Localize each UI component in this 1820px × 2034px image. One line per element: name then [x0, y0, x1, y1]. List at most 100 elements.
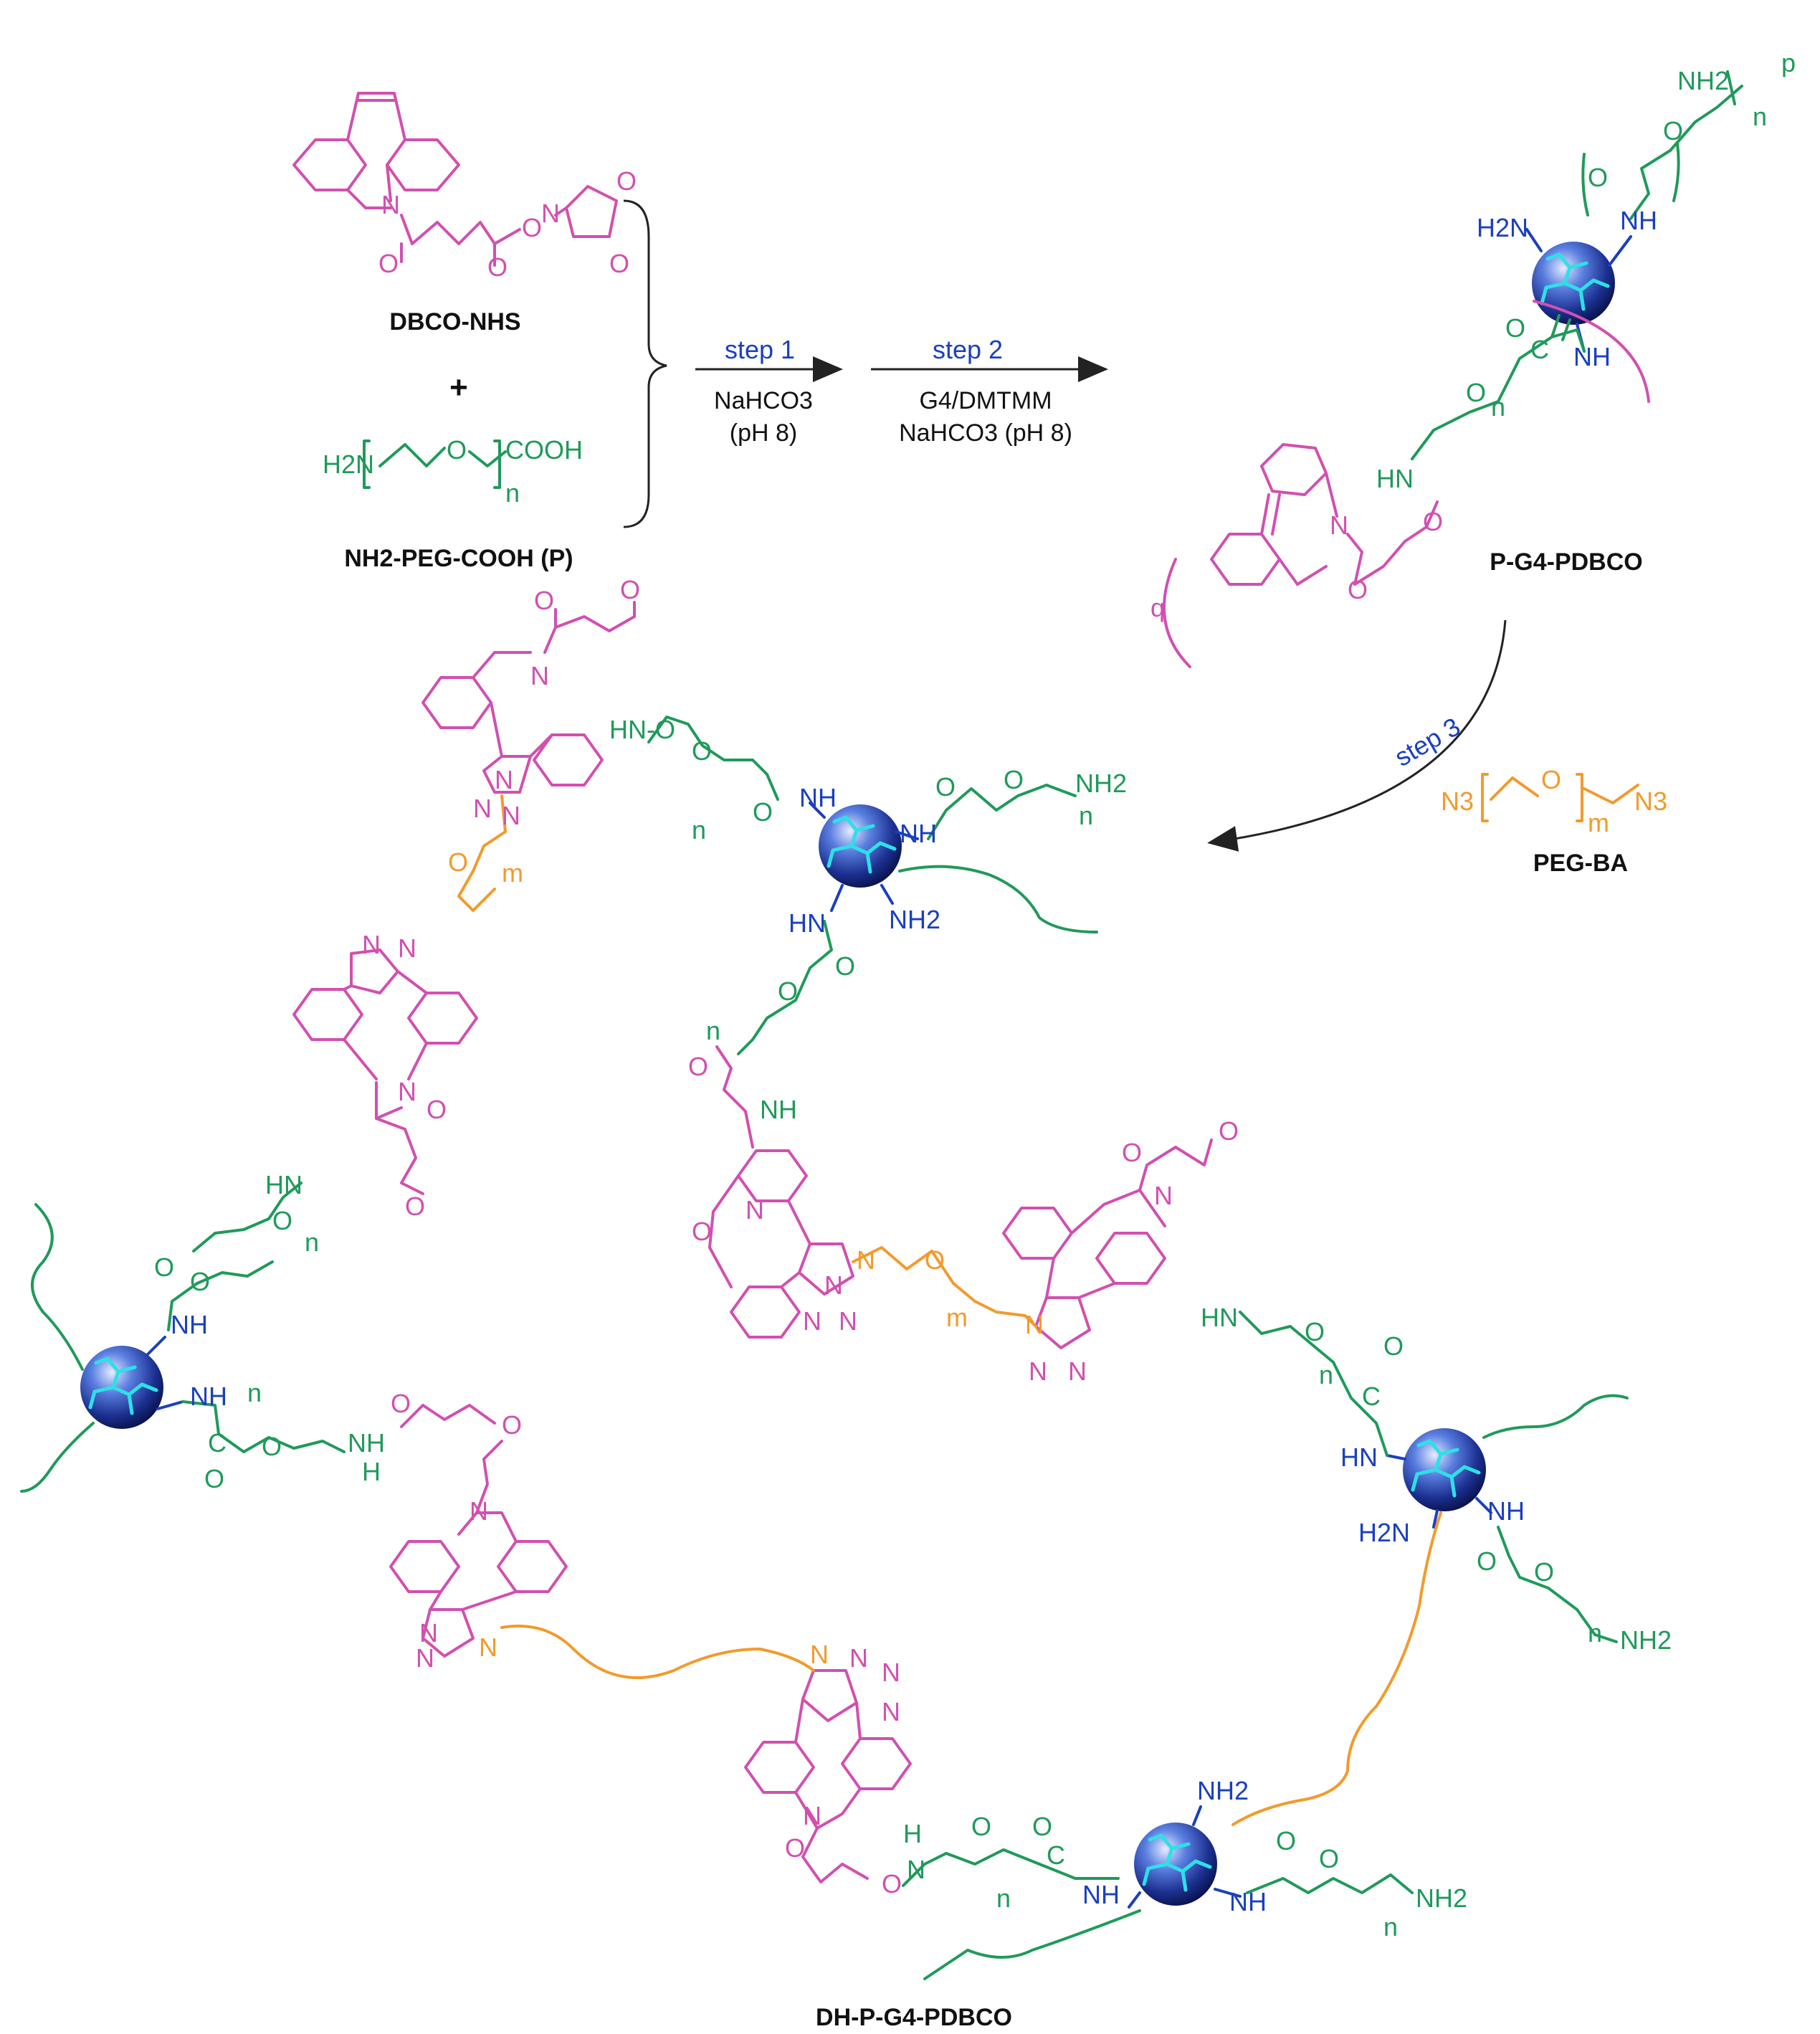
atom-o: O — [154, 1253, 174, 1282]
atom-n: N — [479, 1633, 497, 1662]
atom-o: O — [692, 736, 712, 766]
atom-nh: NH — [1082, 1880, 1120, 1909]
atom-n: N — [745, 1195, 764, 1225]
atom-hn: HN — [1340, 1443, 1378, 1472]
atom-o: O — [262, 1432, 282, 1461]
atom-hn-o: HN-O — [609, 715, 675, 744]
atom-hn: HN — [265, 1170, 302, 1199]
atom-nh: NH — [1573, 342, 1611, 371]
atom-n: N — [907, 1855, 925, 1884]
atom-n: N — [803, 1306, 821, 1336]
peg-ba-o: O — [1541, 765, 1561, 794]
atom-o: O — [1477, 1546, 1497, 1576]
atom-nh2: NH2 — [889, 905, 940, 934]
step1-condition-1: NaHCO3 — [714, 387, 813, 414]
atom-c: C — [1047, 1840, 1065, 1870]
step3-arrow — [1207, 619, 1507, 852]
atom-n: N — [803, 1801, 821, 1830]
atom-o: O — [204, 1464, 224, 1493]
atom-n: N — [1330, 510, 1348, 540]
atom-o: O — [882, 1869, 902, 1898]
peg-h2n: H2N — [323, 450, 374, 479]
peg-cooh: COOH — [505, 435, 583, 465]
peg-o: O — [447, 435, 467, 465]
peg-ba-label: PEG-BA — [1533, 850, 1628, 877]
atom-n: N — [398, 933, 416, 963]
atom-o: O — [487, 252, 508, 282]
atom-o: O — [778, 976, 798, 1006]
dh-p-g4-pdbco-label: DH-P-G4-PDBCO — [816, 2004, 1012, 2031]
plus-sign: + — [449, 370, 468, 405]
atom-o: O — [1004, 765, 1024, 794]
dbco-nhs-label: DBCO-NHS — [389, 308, 520, 336]
atom-o: O — [1219, 1116, 1239, 1146]
atom-nh: NH — [348, 1428, 385, 1458]
atom-o: O — [971, 1812, 991, 1841]
atom-o: O — [785, 1833, 805, 1863]
atom-o: O — [620, 575, 640, 604]
peg-n: n — [505, 478, 520, 508]
peg-ba-m: m — [1588, 808, 1609, 837]
atom-hn: HN — [1376, 464, 1414, 493]
atom-nh2: NH2 — [1677, 66, 1729, 95]
atom-n: N — [882, 1658, 900, 1687]
atom-o: O — [405, 1192, 425, 1221]
step3-label: step 3 — [1390, 711, 1465, 772]
atom-o: O — [688, 1052, 708, 1081]
atom-n: N — [882, 1697, 900, 1726]
atom-o: O — [272, 1206, 292, 1235]
atom-c: C — [1530, 335, 1549, 364]
reactant-brace — [623, 199, 667, 528]
atom-c: C — [208, 1428, 227, 1458]
atom-n: N — [824, 1270, 843, 1300]
atom-o: O — [522, 213, 542, 242]
atom-o: O — [1423, 507, 1443, 536]
atom-h: H — [903, 1819, 922, 1848]
peg-ba-n3-right: N3 — [1634, 786, 1667, 816]
peg-ba-structure: N3 O m N3 — [1441, 765, 1667, 837]
nh2-peg-cooh-structure: H2N O COOH n — [323, 435, 583, 508]
repeat-n: n — [305, 1227, 319, 1257]
atom-nh: NH — [1620, 206, 1657, 235]
peg-ba-n3-left: N3 — [1441, 786, 1474, 816]
atom-o: O — [1305, 1317, 1325, 1346]
repeat-n: n — [706, 1016, 720, 1045]
peg-label: NH2-PEG-COOH (P) — [344, 545, 573, 572]
atom-o: O — [502, 1410, 522, 1440]
atom-nh: NH — [1487, 1496, 1525, 1526]
atom-h: H — [362, 1457, 381, 1486]
atom-o: O — [391, 1389, 411, 1418]
atom-n: N — [849, 1643, 868, 1673]
atom-nh: NH — [1229, 1887, 1267, 1916]
atom-n: N — [530, 661, 549, 690]
p-g4-pdbco-label: P-G4-PDBCO — [1490, 548, 1642, 576]
atom-o: O — [1276, 1826, 1296, 1855]
atom-o: O — [1588, 163, 1608, 192]
atom-o: O — [1383, 1331, 1404, 1361]
repeat-n: n — [1588, 1618, 1602, 1648]
repeat-n: n — [1383, 1912, 1398, 1942]
atom-n: N — [381, 190, 400, 219]
atom-n: N — [362, 930, 381, 959]
atom-n: N — [839, 1306, 857, 1336]
atom-o: O — [609, 249, 629, 278]
repeat-q: q — [1150, 593, 1165, 622]
atom-nh2: NH2 — [1197, 1776, 1249, 1805]
atom-nh2: NH2 — [1416, 1883, 1467, 1913]
atom-o: O — [1122, 1138, 1142, 1167]
atom-nh: NH — [171, 1310, 208, 1339]
atom-n: N — [419, 1618, 438, 1648]
atom-o: O — [1032, 1812, 1052, 1841]
atom-n: N — [1154, 1181, 1173, 1210]
atom-o: O — [753, 797, 773, 827]
atom-n: N — [416, 1643, 434, 1673]
atom-n: N — [541, 199, 560, 228]
repeat-n: n — [1319, 1360, 1333, 1389]
step1-label: step 1 — [725, 335, 795, 364]
atom-nh2: NH2 — [1075, 769, 1127, 798]
atom-h2n: H2N — [1358, 1518, 1410, 1547]
atom-hn: HN — [788, 908, 826, 938]
atom-nh2: NH2 — [1620, 1625, 1672, 1655]
atom-nh: NH — [760, 1095, 797, 1124]
atom-o: O — [1534, 1557, 1554, 1587]
